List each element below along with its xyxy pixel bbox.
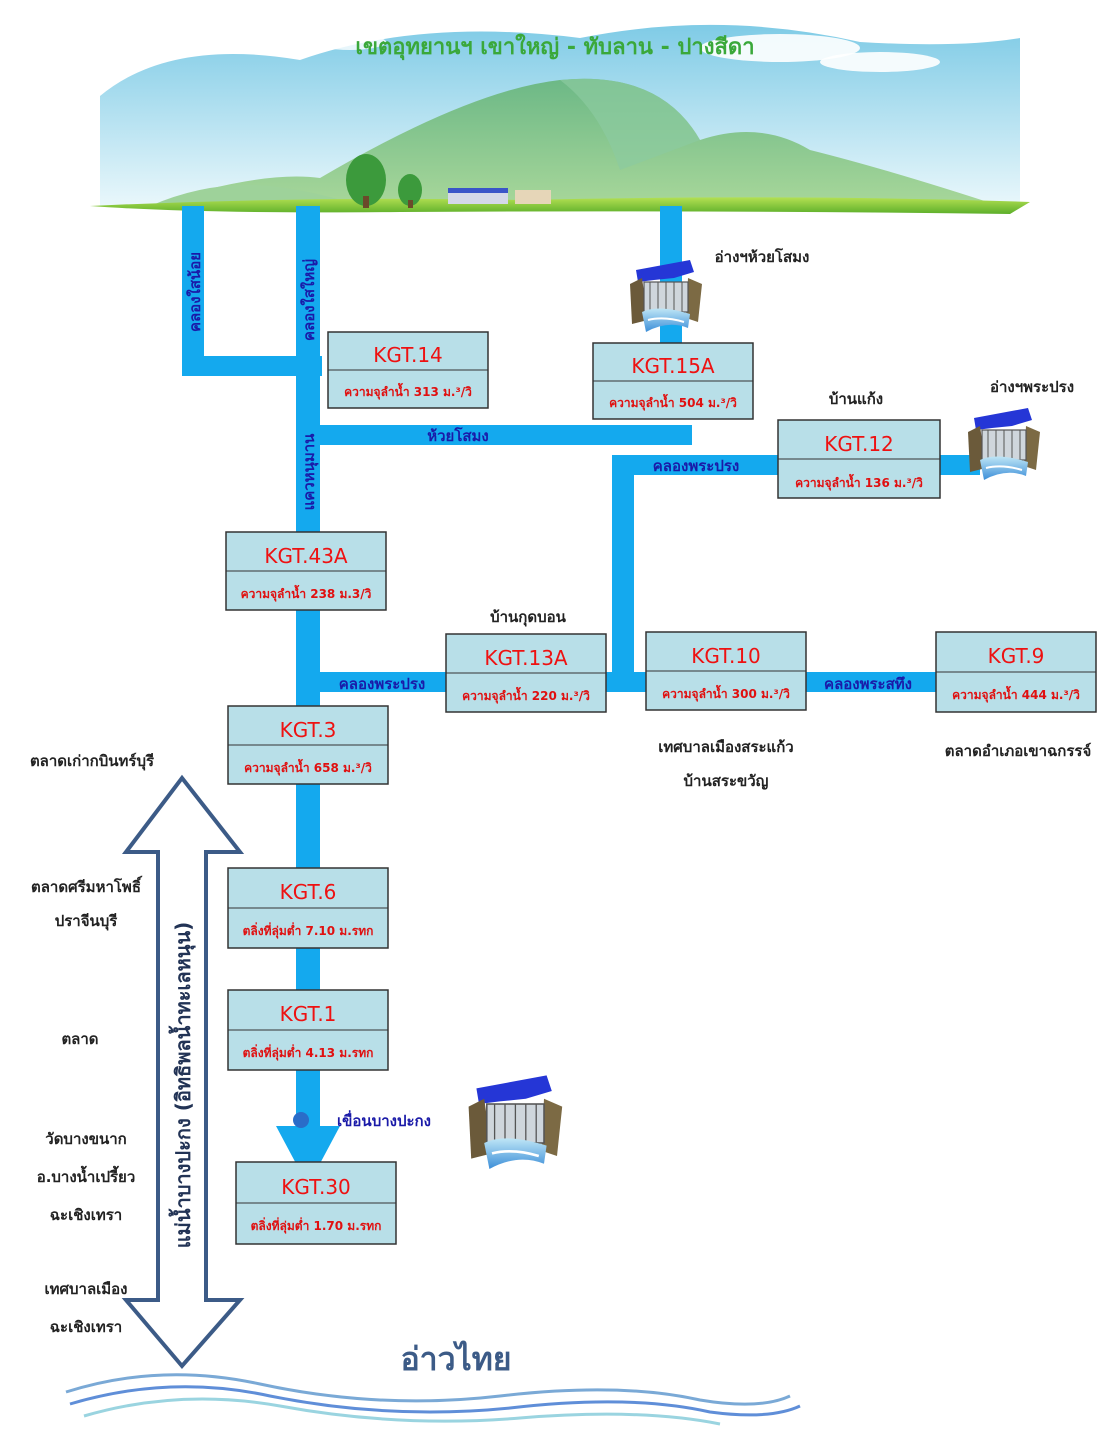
label-gulf-of-thailand: อ่าวไทย [400,1340,511,1378]
label-chachoengsao-2: ฉะเชิงเทรา [50,1318,122,1336]
station-detail: ความจุลำน้ำ 313 ม.³/วิ [344,382,472,400]
tidal-influence-arrow: แม่น้ำบางปะกง (อิทธิพลน้ำทะเลหนุน) [121,774,245,1370]
station-code: KGT.6 [280,880,337,904]
station-code: KGT.13A [484,646,568,670]
label-tessaban-mueang: เทศบาลเมือง [44,1280,127,1298]
label-ban-kaeng: บ้านแก้ง [829,390,883,408]
dam-icon [629,259,703,333]
station-detail: ตลิ่งที่ลุ่มต่ำ 1.70 ม.รทก [251,1217,382,1234]
station-code: KGT.30 [281,1175,351,1199]
label-talat-kabin: ตลาดเก่ากบินทร์บุรี [30,752,155,771]
station-kgt30: KGT.30 ตลิ่งที่ลุ่มต่ำ 1.70 ม.รทก [235,1161,397,1245]
station-code: KGT.9 [988,644,1045,668]
station-code: KGT.15A [631,354,715,378]
station-detail: ความจุลำน้ำ 300 ม.³/วิ [662,684,790,702]
label-wat-bang-khanak: วัดบางขนาก [45,1130,126,1148]
dam-icon [967,407,1041,481]
label-ban-kut-bon: บ้านกุดบอน [490,608,567,627]
stream-khlong-sai-yai: คลองใสใหญ่ [300,259,318,341]
label-chachoengsao-1: ฉะเชิงเทรา [50,1206,122,1224]
station-kgt14: KGT.14 ความจุลำน้ำ 313 ม.³/วิ [327,331,489,409]
label-dam-bang-pakong: เขื่อนบางปะกง [337,1110,431,1130]
station-code: KGT.43A [264,544,348,568]
station-code: KGT.3 [280,718,337,742]
station-code: KGT.12 [824,432,894,456]
label-talat-si-maha-pho: ตลาดศรีมหาโพธิ์ [31,875,143,896]
stream-khlong-phra-prong-upper: คลองพระปรง [653,457,739,475]
station-kgt15a: KGT.15A ความจุลำน้ำ 504 ม.³/วิ [592,342,754,420]
station-detail: ความจุลำน้ำ 504 ม.³/วิ [609,393,737,411]
station-detail: ตลิ่งที่ลุ่มต่ำ 4.13 ม.รทก [243,1044,374,1061]
station-code: KGT.1 [280,1002,337,1026]
station-detail: ความจุลำน้ำ 444 ม.³/วิ [952,685,1080,703]
label-ang-huai-samong: อ่างฯห้วยโสมง [715,247,810,266]
label-tidal-river: แม่น้ำบางปะกง (อิทธิพลน้ำทะเลหนุน) [168,922,196,1249]
label-ang-phra-prong: อ่างฯพระปรง [990,378,1074,396]
station-detail: ความจุลำน้ำ 136 ม.³/วิ [795,473,923,491]
label-bang-nam-priao: อ.บางน้ำเปรี้ยว [37,1165,136,1186]
station-detail: ความจุลำน้ำ 220 ม.³/วิ [462,686,590,704]
station-kgt12: KGT.12 ความจุลำน้ำ 136 ม.³/วิ [777,419,941,499]
label-prachinburi: ปราจีนบุรี [55,912,119,931]
mountain-icon [90,24,1030,214]
stream-khlong-phra-prong-lower: คลองพระปรง [339,675,425,693]
station-detail: ความจุลำน้ำ 238 ม.3/วิ [241,584,372,602]
station-kgt13a: KGT.13A ความจุลำน้ำ 220 ม.³/วิ [445,633,607,713]
label-ban-sa-khwan: บ้านสระขวัญ [684,772,769,790]
station-kgt1: KGT.1 ตลิ่งที่ลุ่มต่ำ 4.13 ม.รทก [227,989,389,1071]
stream-khlong-phra-sathueng: คลองพระสทึง [824,675,912,693]
station-kgt3: KGT.3 ความจุลำน้ำ 658 ม.³/วิ [227,705,389,785]
dam-marker-icon [293,1112,309,1128]
station-kgt6: KGT.6 ตลิ่งที่ลุ่มต่ำ 7.10 ม.รทก [227,867,389,949]
station-detail: ตลิ่งที่ลุ่มต่ำ 7.10 ม.รทก [243,922,374,939]
station-kgt10: KGT.10 ความจุลำน้ำ 300 ม.³/วิ [645,631,807,711]
stream-khwae-hanuman: แควหนุมาน [300,433,319,511]
label-talat-khao-chakan: ตลาดอำเภอเขาฉกรรจ์ [945,742,1092,760]
region-title: เขตอุทยานฯ เขาใหญ่ - ทับลาน - ปางสีดา [355,33,754,61]
label-talat: ตลาด [61,1030,98,1048]
stream-khlong-sai-noi: คลองใสน้อย [186,252,204,332]
station-detail: ความจุลำน้ำ 658 ม.³/วิ [244,758,372,776]
dam-icon [467,1074,564,1171]
station-code: KGT.14 [373,343,443,367]
stream-huai-samong: ห้วยโสมง [427,426,489,445]
station-kgt43a: KGT.43A ความจุลำน้ำ 238 ม.3/วิ [225,531,387,611]
station-code: KGT.10 [691,644,761,668]
label-tessaban-sa-kaeo: เทศบาลเมืองสระแก้ว [658,738,793,756]
station-kgt9: KGT.9 ความจุลำน้ำ 444 ม.³/วิ [935,631,1097,713]
waves-icon [65,1373,801,1426]
